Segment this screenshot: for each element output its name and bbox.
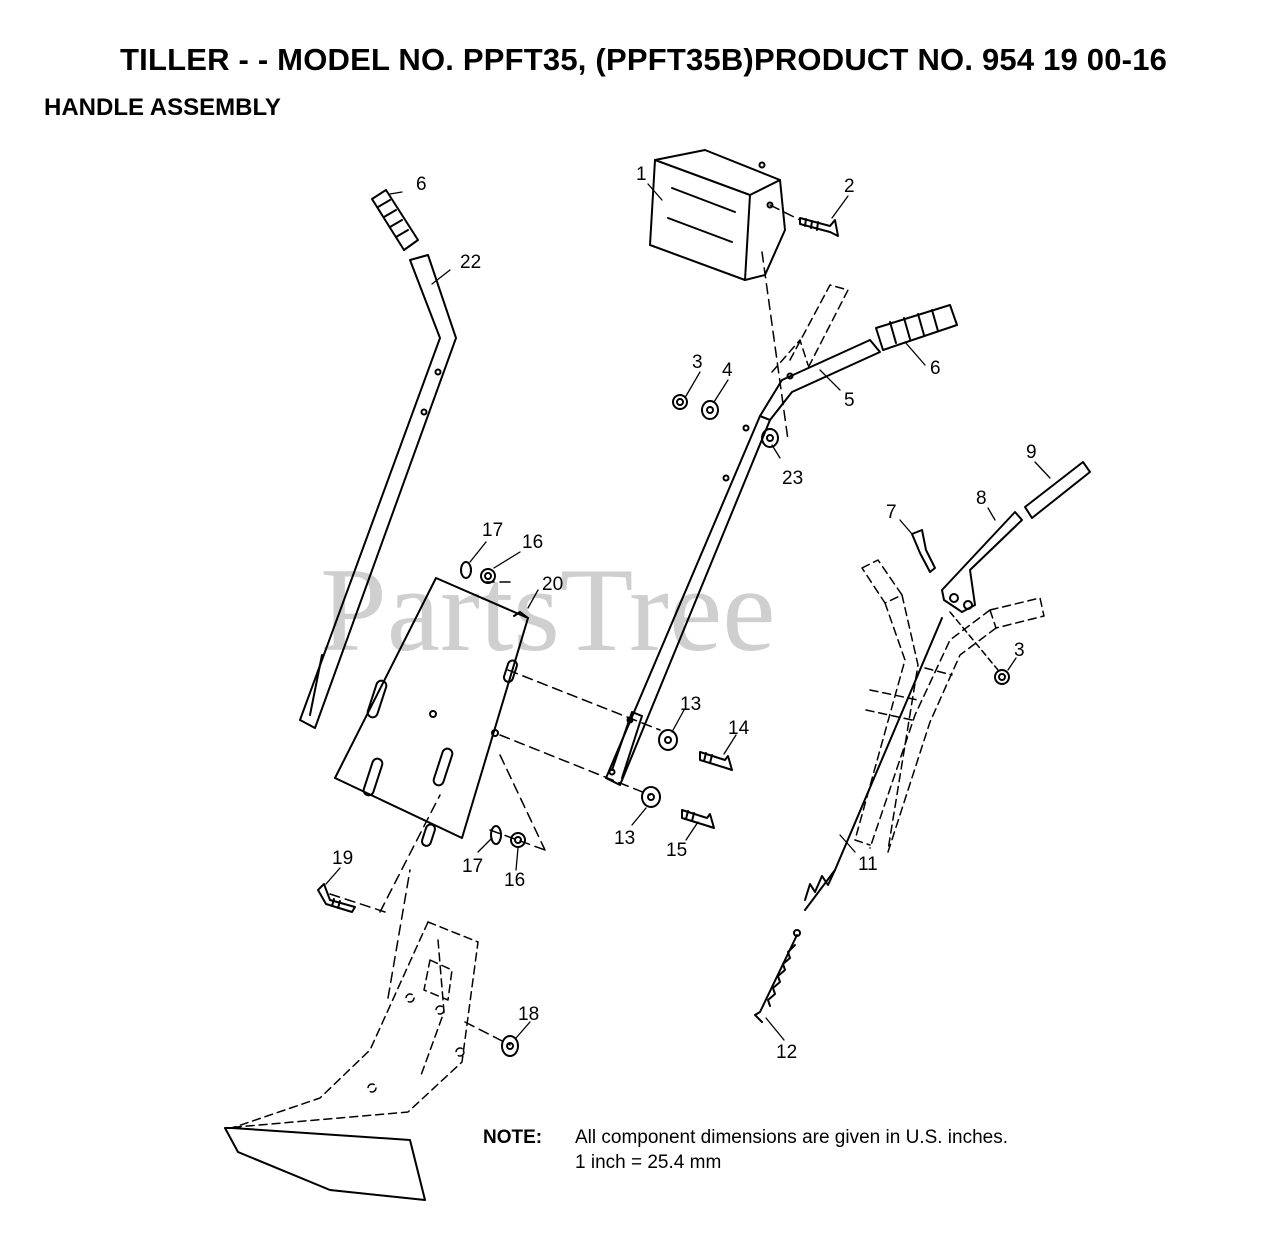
callout-16-top: 16 <box>522 532 543 553</box>
washer-part-13-upper <box>658 729 678 751</box>
assembly-guide-lines <box>329 204 801 1046</box>
lever-ghost-outline <box>771 284 849 373</box>
handle-panel-part <box>334 577 529 847</box>
callout-9: 9 <box>1026 442 1037 463</box>
callout-12: 12 <box>776 1042 797 1063</box>
callout-23: 23 <box>782 468 803 489</box>
bolt-part-7 <box>911 529 936 573</box>
callout-6-right: 6 <box>930 358 941 379</box>
callout-20: 20 <box>542 574 563 595</box>
washer-part-23 <box>761 428 779 448</box>
right-handle-tube-part <box>605 415 771 786</box>
nut-part-3-right <box>949 611 1010 685</box>
callout-11: 11 <box>858 854 878 875</box>
spring-part-12 <box>754 929 801 1023</box>
washer-part-16-bottom <box>510 832 526 848</box>
callout-13-lower: 13 <box>614 828 635 849</box>
callout-1: 1 <box>636 164 647 185</box>
callout-14: 14 <box>728 718 750 739</box>
bolt-part-15 <box>681 809 715 829</box>
callout-13-upper: 13 <box>680 694 701 715</box>
tiller-frame-bottom <box>224 1127 426 1201</box>
control-lever-part-8 <box>941 511 1023 613</box>
bolt-part-19 <box>317 883 356 913</box>
note-line-2: 1 inch = 25.4 mm <box>575 1152 722 1173</box>
washer-part-4 <box>701 400 719 420</box>
washer-part-17-top <box>460 561 472 579</box>
section-subtitle: HANDLE ASSEMBLY <box>44 94 281 121</box>
left-handle-tube-part <box>299 254 457 729</box>
callout-6-left: 6 <box>416 174 427 195</box>
watermark: PartsTree <box>320 543 776 676</box>
callout-7: 7 <box>886 502 897 523</box>
left-grip-part <box>371 189 419 251</box>
right-handle-ghost-outline <box>854 559 1045 853</box>
note-label: NOTE: <box>483 1127 543 1148</box>
callout-4: 4 <box>722 360 733 381</box>
bolt-part-2 <box>799 217 839 237</box>
callout-19: 19 <box>332 848 353 869</box>
washer-part-18 <box>501 1035 519 1057</box>
callout-15: 15 <box>666 840 687 861</box>
callout-18: 18 <box>518 1004 539 1025</box>
callout-8: 8 <box>976 488 987 509</box>
lever-grip-part-9 <box>1024 461 1091 519</box>
control-bracket-part <box>649 149 786 281</box>
upper-handle-part <box>759 339 881 421</box>
washer-part-13-lower <box>641 786 661 808</box>
washer-part-16-top <box>480 568 496 584</box>
callout-leader-lines <box>325 183 1051 1041</box>
callout-5: 5 <box>844 390 855 411</box>
washer-part-17-bottom <box>490 825 502 845</box>
note-line-1: All component dimensions are given in U.… <box>575 1127 1009 1148</box>
nut-part-3 <box>672 394 688 410</box>
callout-3-right: 3 <box>1014 640 1025 661</box>
tiller-frame-ghost-outline <box>224 921 479 1201</box>
bolt-part-14 <box>699 751 733 771</box>
callout-16-bottom: 16 <box>504 870 525 891</box>
callout-3-upper: 3 <box>692 352 703 373</box>
right-grip-part <box>875 304 958 351</box>
callout-2: 2 <box>844 176 855 197</box>
callout-22: 22 <box>460 252 481 273</box>
callout-17-top: 17 <box>482 520 503 541</box>
callout-17-bottom: 17 <box>462 856 483 877</box>
control-rod-part-11 <box>804 617 943 911</box>
page-title: TILLER - - MODEL NO. PPFT35, (PPFT35B)PR… <box>120 42 1168 77</box>
